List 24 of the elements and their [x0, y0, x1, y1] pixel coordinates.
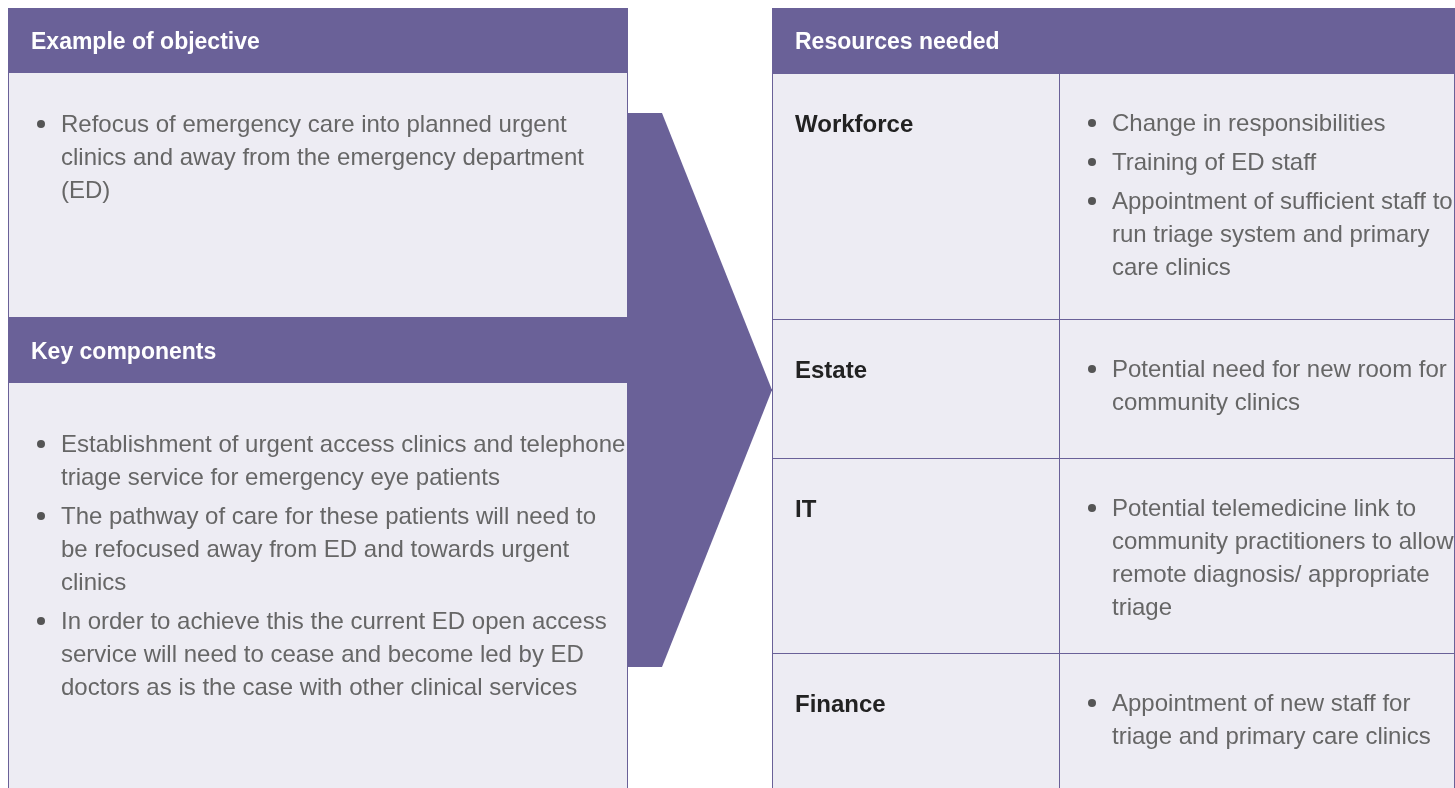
bullet-text: Appointment of sufficient staff to run triage system and primary care clinics	[1112, 187, 1453, 280]
bullet-text: The pathway of care for these patients will need to be refocused away from ED and towards urgent clinics	[61, 502, 596, 595]
panel-header: Example of objective	[9, 9, 627, 73]
panel-header: Key components	[9, 319, 627, 383]
panel	[772, 8, 1455, 788]
bullet-text: Potential need for new room for community clinics	[1112, 355, 1447, 415]
row-label: IT	[795, 495, 817, 523]
panel	[8, 318, 628, 788]
bullet-text: Training of ED staff	[1112, 148, 1317, 175]
bullet-text: Establishment of urgent access clinics and telephone triage service for emergency eye patients	[61, 430, 626, 490]
row-label: Workforce	[795, 110, 914, 138]
table-row	[773, 653, 1454, 788]
bullet-text: Appointment of new staff for triage and primary care clinics	[1112, 689, 1431, 749]
panel	[8, 8, 628, 318]
table-row	[773, 458, 1454, 653]
row-label: Finance	[795, 690, 886, 718]
table-row	[773, 73, 1454, 319]
bullet-text: In order to achieve this the current ED open access service will need to cease and become led by ED doctors as is the case with other clinical services	[61, 607, 607, 700]
row-label: Estate	[795, 356, 868, 384]
bullet-text: Potential telemedicine link to community practitioners to allow remote diagnosis/ appropriate triage	[1112, 494, 1454, 620]
bullet-text: Refocus of emergency care into planned urgent clinics and away from the emergency department (ED)	[61, 110, 584, 203]
bullet-text: Change in responsibilities	[1112, 109, 1386, 136]
table-row	[773, 319, 1454, 458]
panel-header: Resources needed	[773, 9, 1454, 73]
